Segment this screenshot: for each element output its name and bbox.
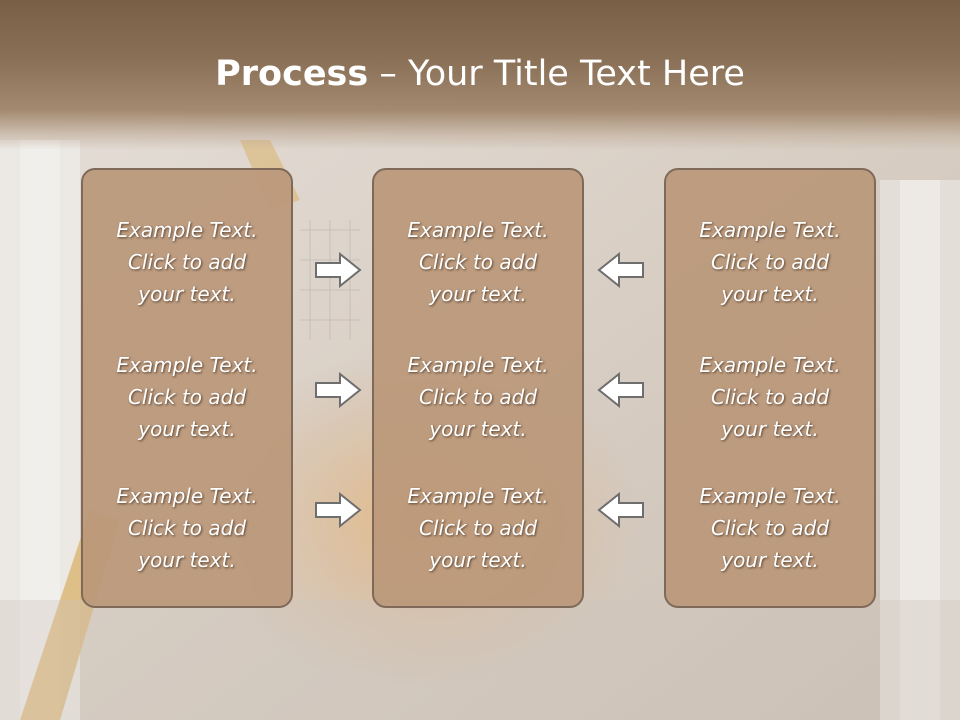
process-box-center[interactable]: Example Text. Click to add your text. Ex… xyxy=(372,168,584,608)
text-line: your text. xyxy=(721,548,819,572)
text-line: Example Text. xyxy=(699,484,841,508)
text-line: Click to add xyxy=(418,250,538,274)
text-line: your text. xyxy=(721,417,819,441)
text-line: your text. xyxy=(138,282,236,306)
arrow-right-icon[interactable] xyxy=(314,252,362,288)
text-line: Click to add xyxy=(710,385,830,409)
box-text-placeholder[interactable]: Example Text. Click to add your text. xyxy=(83,214,291,310)
text-line: your text. xyxy=(429,417,527,441)
text-line: Example Text. xyxy=(699,218,841,242)
text-line: Example Text. xyxy=(407,218,549,242)
text-line: Example Text. xyxy=(116,353,258,377)
arrow-left-icon[interactable] xyxy=(597,492,645,528)
text-line: Example Text. xyxy=(407,484,549,508)
title-bold: Process xyxy=(215,54,369,94)
box-text-placeholder[interactable]: Example Text. Click to add your text. xyxy=(374,214,582,310)
text-line: your text. xyxy=(138,417,236,441)
text-line: Click to add xyxy=(418,516,538,540)
box-text-placeholder[interactable]: Example Text. Click to add your text. xyxy=(666,214,874,310)
title-band xyxy=(0,0,960,150)
text-line: your text. xyxy=(429,548,527,572)
box-text-placeholder[interactable]: Example Text. Click to add your text. xyxy=(83,480,291,576)
text-line: Click to add xyxy=(127,516,247,540)
text-line: Example Text. xyxy=(407,353,549,377)
box-text-placeholder[interactable]: Example Text. Click to add your text. xyxy=(666,480,874,576)
text-line: your text. xyxy=(429,282,527,306)
arrow-right-icon[interactable] xyxy=(314,372,362,408)
arrow-right-icon[interactable] xyxy=(314,492,362,528)
arrow-left-icon[interactable] xyxy=(597,372,645,408)
box-text-placeholder[interactable]: Example Text. Click to add your text. xyxy=(374,349,582,445)
title-separator: – xyxy=(368,54,408,94)
text-line: Click to add xyxy=(127,250,247,274)
slide-title[interactable]: Process – Your Title Text Here xyxy=(0,52,960,96)
title-rest: Your Title Text Here xyxy=(407,54,745,94)
box-text-placeholder[interactable]: Example Text. Click to add your text. xyxy=(374,480,582,576)
box-text-placeholder[interactable]: Example Text. Click to add your text. xyxy=(83,349,291,445)
text-line: Click to add xyxy=(127,385,247,409)
process-box-right[interactable]: Example Text. Click to add your text. Ex… xyxy=(664,168,876,608)
text-line: Example Text. xyxy=(116,484,258,508)
text-line: Click to add xyxy=(710,250,830,274)
text-line: Example Text. xyxy=(116,218,258,242)
text-line: your text. xyxy=(721,282,819,306)
box-text-placeholder[interactable]: Example Text. Click to add your text. xyxy=(666,349,874,445)
text-line: Example Text. xyxy=(699,353,841,377)
text-line: your text. xyxy=(138,548,236,572)
text-line: Click to add xyxy=(710,516,830,540)
text-line: Click to add xyxy=(418,385,538,409)
process-box-left[interactable]: Example Text. Click to add your text. Ex… xyxy=(81,168,293,608)
arrow-left-icon[interactable] xyxy=(597,252,645,288)
